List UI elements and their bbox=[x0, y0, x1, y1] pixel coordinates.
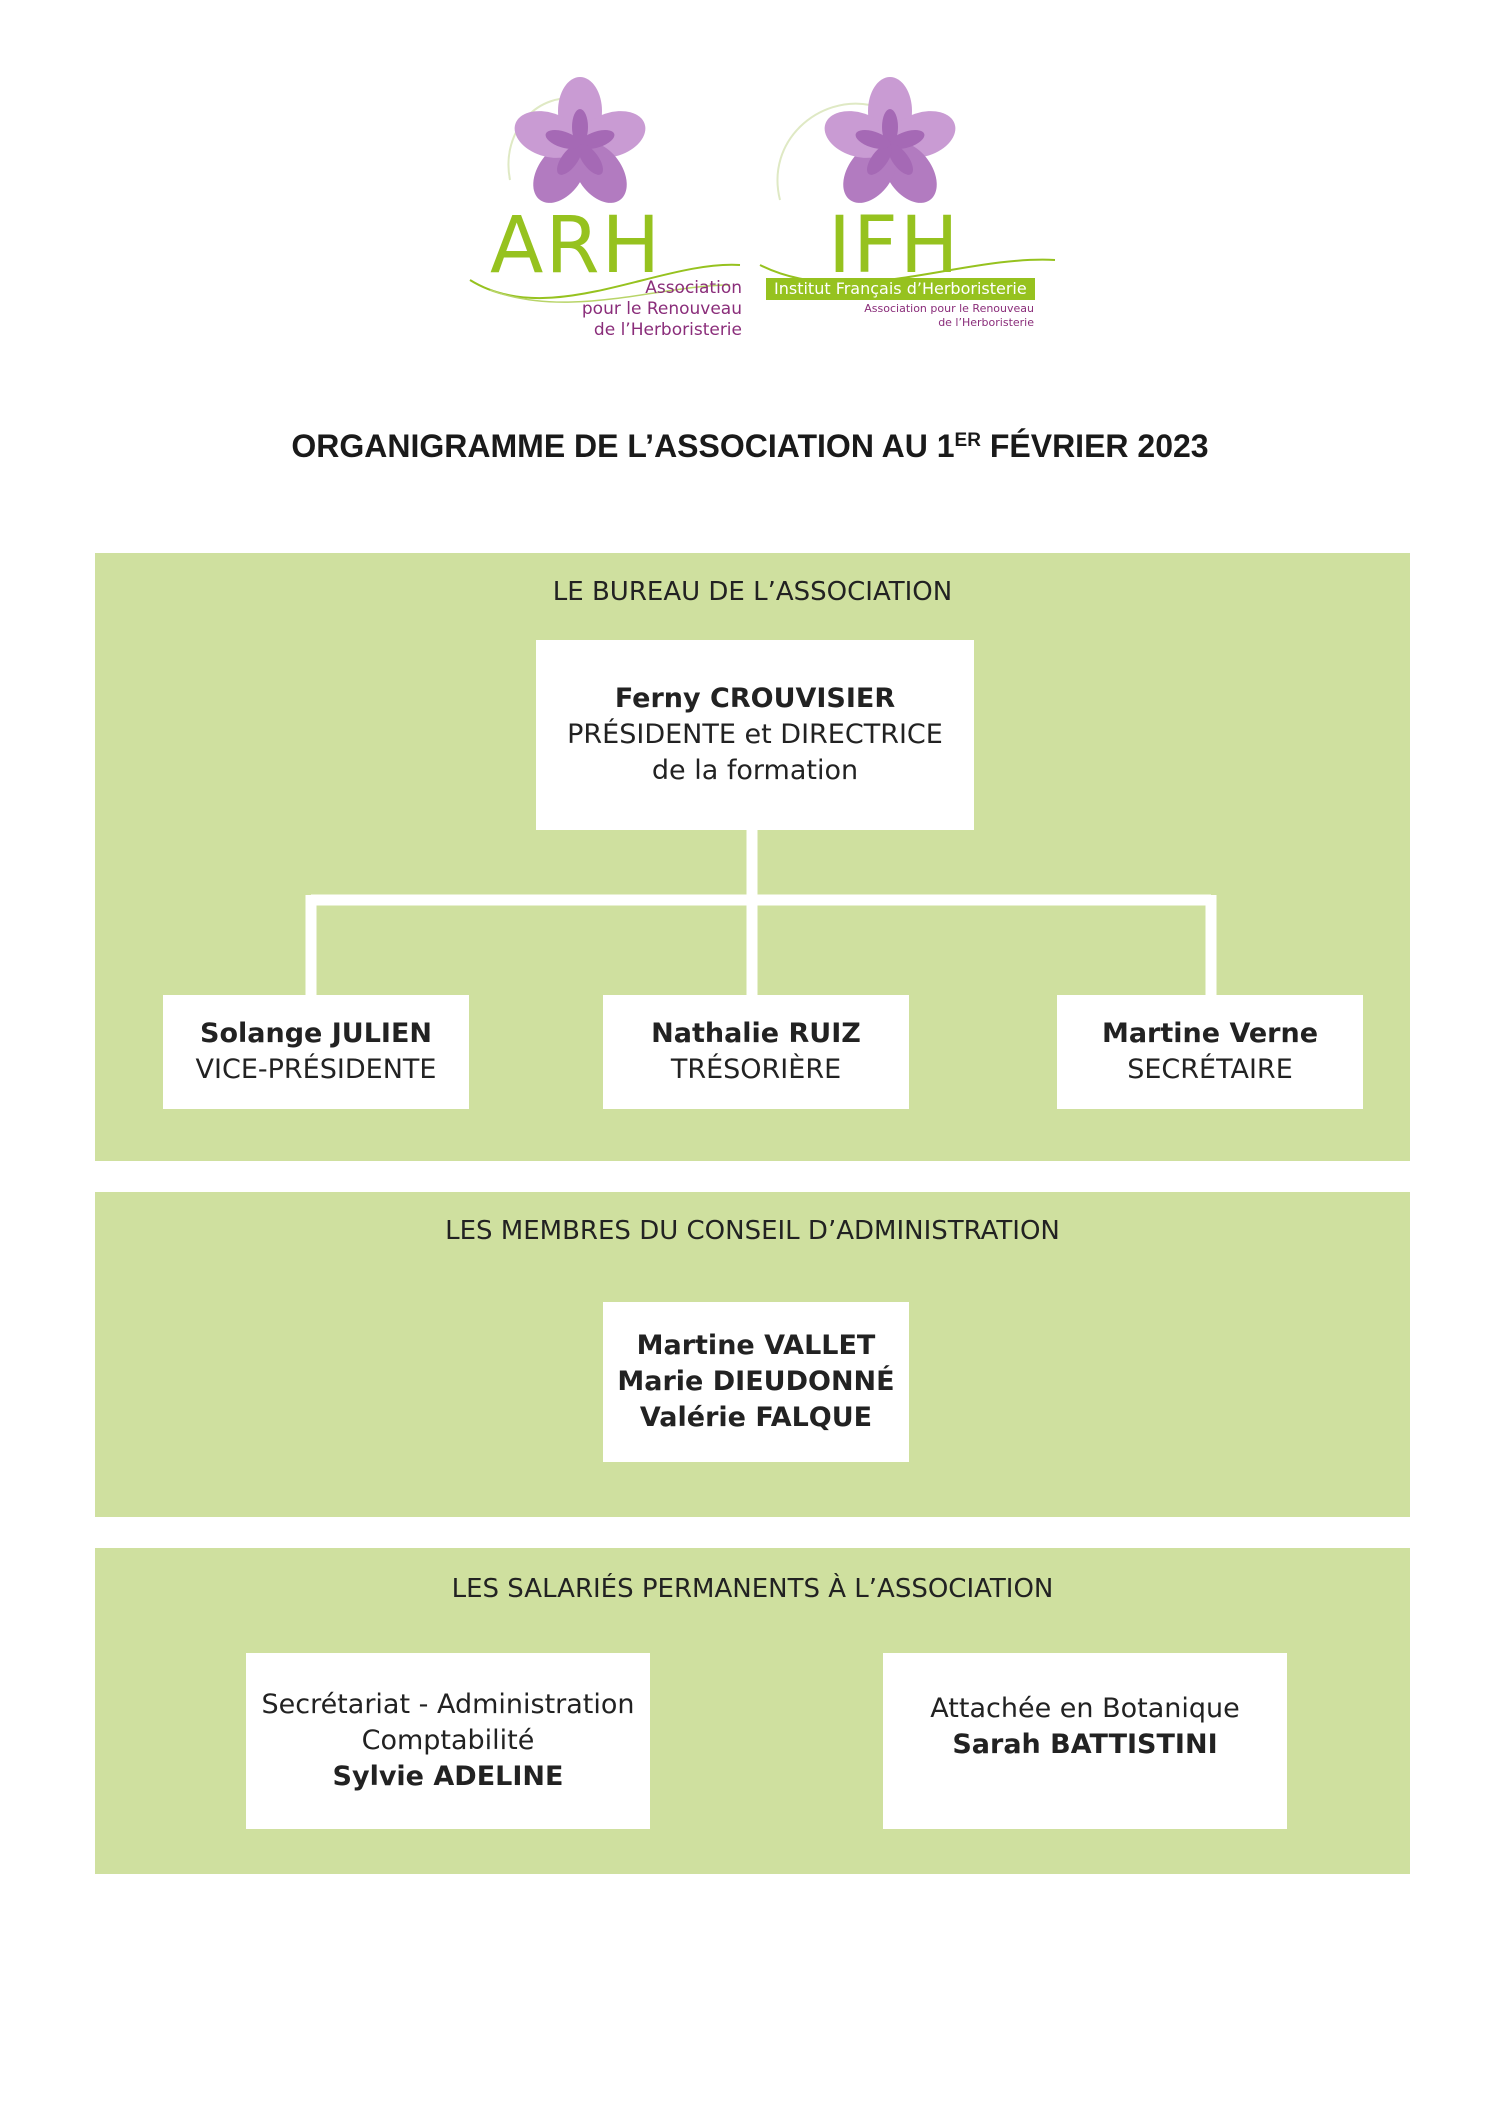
salaries-heading: LES SALARIÉS PERMANENTS À L’ASSOCIATION bbox=[451, 1574, 1054, 1604]
staff-line: Comptabilité bbox=[361, 1725, 535, 1756]
arh-subtitle: Association pour le Renouveau de l’Herbo… bbox=[581, 278, 742, 340]
ifh-letters: IFH bbox=[828, 201, 961, 291]
botanique-box: Attachée en Botanique Sarah BATTISTINI bbox=[883, 1653, 1287, 1829]
president-box: Ferny CROUVISIER PRÉSIDENTE et DIRECTRIC… bbox=[536, 640, 974, 830]
org-connectors bbox=[305, 826, 1217, 995]
salaries-panel: LES SALARIÉS PERMANENTS À L’ASSOCIATION … bbox=[95, 1548, 1410, 1874]
ifh-band: Institut Français d’Herboristerie bbox=[766, 278, 1035, 300]
staff-name: Sylvie ADELINE bbox=[332, 1761, 564, 1792]
ifh-subtitle: Association pour le Renouveau de l’Herbo… bbox=[864, 302, 1034, 329]
member-role: SECRÉTAIRE bbox=[1127, 1054, 1293, 1085]
conseil-heading: LES MEMBRES DU CONSEIL D’ADMINISTRATION bbox=[445, 1216, 1060, 1246]
arh-flower-icon bbox=[469, 77, 741, 303]
president-name: Ferny CROUVISIER bbox=[614, 683, 896, 714]
member-role: TRÉSORIÈRE bbox=[670, 1054, 842, 1085]
ifh-logo: IFH Institut Français d’Herboristerie As… bbox=[759, 70, 1060, 350]
arh-letters: ARH bbox=[490, 201, 663, 291]
staff-line: Secrétariat - Administration bbox=[261, 1689, 635, 1720]
bureau-panel: LE BUREAU DE L’ASSOCIATION Ferny CROUVIS… bbox=[95, 553, 1410, 1161]
secretary-box: Martine Verne SECRÉTAIRE bbox=[1057, 995, 1363, 1109]
arh-logo: ARH Association pour le Renouveau de l’H… bbox=[460, 70, 750, 350]
conseil-box: Martine VALLET Marie DIEUDONNÉ Valérie F… bbox=[603, 1302, 909, 1462]
member-role: VICE-PRÉSIDENTE bbox=[195, 1054, 437, 1085]
treasurer-box: Nathalie RUIZ TRÉSORIÈRE bbox=[603, 995, 909, 1109]
president-role: PRÉSIDENTE et DIRECTRICE bbox=[567, 719, 943, 750]
member-name: Martine Verne bbox=[1101, 1018, 1319, 1049]
secretariat-box: Secrétariat - Administration Comptabilit… bbox=[246, 1653, 650, 1829]
conseil-member: Valérie FALQUE bbox=[639, 1402, 873, 1433]
ifh-flower-icon bbox=[759, 77, 1056, 284]
conseil-member: Martine VALLET bbox=[636, 1330, 876, 1361]
vice-president-box: Solange JULIEN VICE-PRÉSIDENTE bbox=[163, 995, 469, 1109]
member-name: Solange JULIEN bbox=[200, 1018, 432, 1049]
staff-name: Sarah BATTISTINI bbox=[952, 1729, 1218, 1760]
president-role-2: de la formation bbox=[651, 755, 859, 786]
member-name: Nathalie RUIZ bbox=[651, 1018, 861, 1049]
conseil-member: Marie DIEUDONNÉ bbox=[617, 1366, 895, 1397]
conseil-panel: LES MEMBRES DU CONSEIL D’ADMINISTRATION … bbox=[95, 1192, 1410, 1517]
page-title: ORGANIGRAMME DE L’ASSOCIATION AU 1ER FÉV… bbox=[291, 428, 1209, 464]
bureau-heading: LE BUREAU DE L’ASSOCIATION bbox=[552, 577, 953, 607]
staff-line: Attachée en Botanique bbox=[930, 1693, 1240, 1724]
